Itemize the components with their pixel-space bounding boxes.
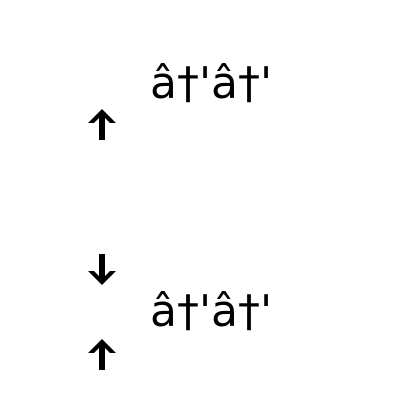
- mojibake-text: â†'â†': [150, 58, 273, 109]
- down-arrow-icon: [82, 250, 122, 290]
- up-arrow-icon: [82, 334, 122, 374]
- mojibake-text: â†'â†': [150, 286, 273, 337]
- up-arrow-icon: [82, 104, 122, 144]
